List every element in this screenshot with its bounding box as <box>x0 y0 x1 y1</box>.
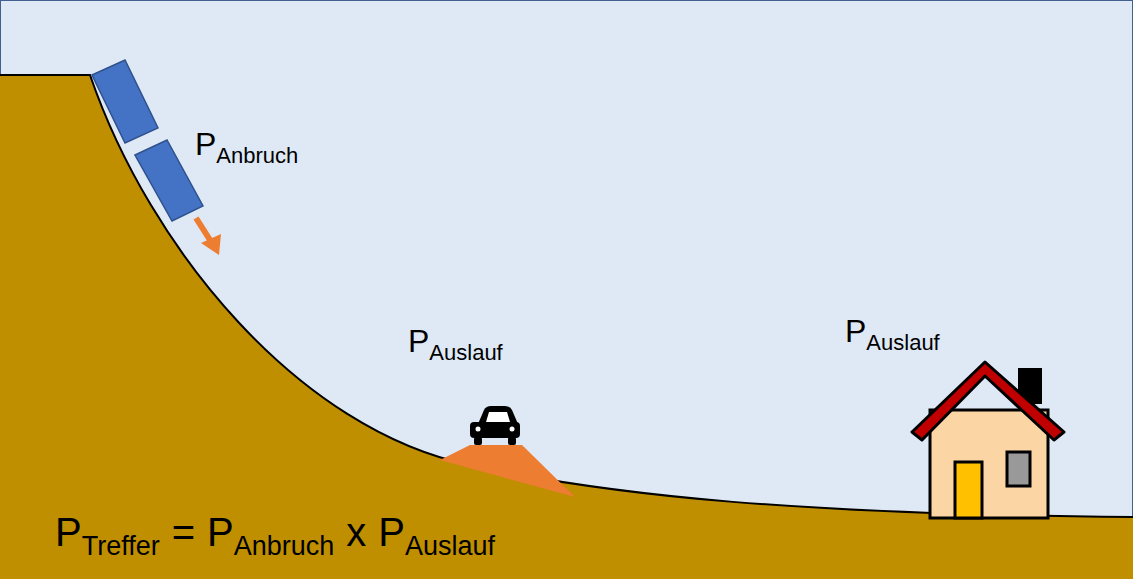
subscript-text: Auslauf <box>429 340 502 365</box>
symbol-text: P <box>408 323 429 359</box>
fall-arrow <box>196 218 221 255</box>
formula-label: PAnbruch <box>195 125 298 169</box>
car-icon <box>470 406 520 445</box>
subscript-text: Auslauf <box>866 330 939 355</box>
formula-label: PTreffer=PAnbruchxPAuslauf <box>55 508 495 563</box>
formula-label: PAuslauf <box>845 312 940 356</box>
rock-block <box>135 140 203 221</box>
subscript-text: Anbruch <box>216 143 298 168</box>
formula-label: PAuslauf <box>408 322 503 366</box>
slope-ground <box>0 75 1133 579</box>
symbol-text: P <box>55 510 82 554</box>
operator-text: x <box>346 510 366 554</box>
symbol-text: P <box>195 126 216 162</box>
road-embankment <box>440 445 575 497</box>
subscript-text: Auslauf <box>405 531 495 561</box>
subscript-text: Treffer <box>82 531 160 561</box>
operator-text: = <box>172 510 195 554</box>
slope-surface <box>0 75 1133 517</box>
symbol-text: P <box>207 510 234 554</box>
rock-block <box>92 60 158 143</box>
house-icon <box>912 362 1064 518</box>
subscript-text: Anbruch <box>234 531 335 561</box>
symbol-text: P <box>845 313 866 349</box>
symbol-text: P <box>378 510 405 554</box>
